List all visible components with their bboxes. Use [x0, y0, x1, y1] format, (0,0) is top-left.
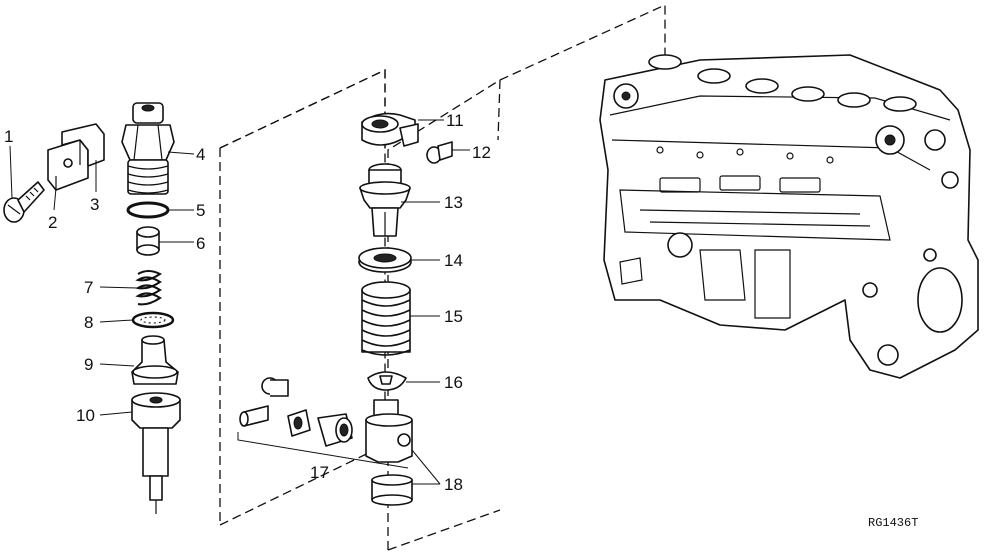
part-8-washer — [131, 311, 175, 329]
engine-block — [599, 54, 979, 379]
part-12-screw — [426, 141, 453, 164]
part-16-seat — [367, 371, 407, 391]
part-2-3-clamp — [47, 123, 105, 191]
callout-8: 8 — [84, 313, 93, 332]
callout-17: 17 — [310, 463, 329, 482]
part-11-lever — [361, 112, 419, 147]
callout-16: 16 — [444, 373, 463, 392]
part-4-valve-holder — [121, 102, 175, 195]
part-13-sleeve — [359, 163, 411, 237]
callout-9: 9 — [84, 355, 93, 374]
callout-labels: 1 2 3 4 5 6 7 8 9 10 11 12 13 14 15 16 1… — [4, 111, 918, 530]
callout-6: 6 — [196, 234, 205, 253]
callout-1: 1 — [4, 127, 13, 146]
part-10-plunger — [131, 392, 181, 514]
part-6-valve — [136, 226, 160, 256]
callout-13: 13 — [444, 193, 463, 212]
callout-15: 15 — [444, 307, 463, 326]
callout-4: 4 — [196, 145, 205, 164]
part-5-ring — [126, 201, 170, 219]
callout-7: 7 — [84, 278, 93, 297]
callout-2: 2 — [48, 213, 57, 232]
callout-18: 18 — [444, 475, 463, 494]
figure-code: RG1436T — [868, 516, 918, 530]
part-15-spring — [361, 281, 411, 356]
frame-left-group-path — [219, 68, 386, 526]
callout-12: 12 — [472, 143, 491, 162]
callout-10: 10 — [76, 406, 95, 425]
part-18-tappet — [365, 399, 413, 506]
callout-5: 5 — [196, 201, 205, 220]
part-9-valve-seat — [131, 335, 179, 385]
part-17-tappet-parts — [237, 377, 409, 469]
part-7-spring — [135, 270, 162, 306]
part-1-bolt — [3, 181, 45, 223]
callout-3: 3 — [90, 195, 99, 214]
part-14-spring-seat — [358, 247, 412, 273]
leader-lines — [9, 119, 470, 485]
callout-14: 14 — [444, 251, 463, 270]
callout-11: 11 — [446, 111, 464, 130]
